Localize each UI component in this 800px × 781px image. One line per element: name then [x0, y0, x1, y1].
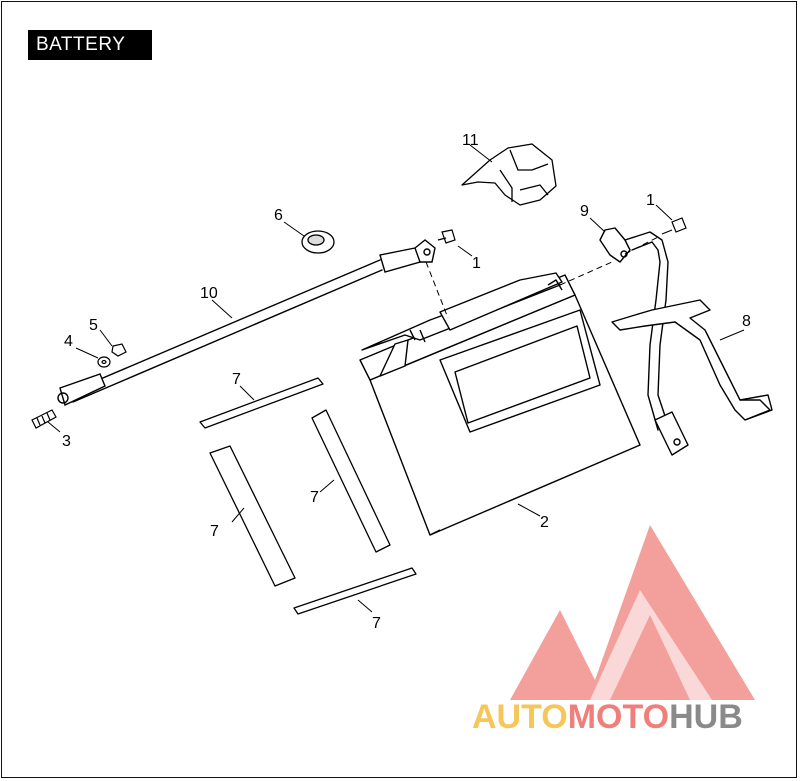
pad-top: [199, 377, 324, 429]
battery: [359, 272, 641, 536]
callout-2: 2: [540, 514, 549, 531]
callout-8: 8: [742, 313, 751, 330]
callout-3: 3: [62, 433, 71, 450]
callout-5: 5: [89, 317, 98, 334]
leader-lines: [47, 144, 745, 613]
callout-6: 6: [274, 207, 283, 224]
nut-icon: [111, 343, 127, 357]
negative-cable: [57, 239, 436, 406]
watermark-auto: AUTO: [472, 698, 568, 736]
washer-icon: [97, 356, 111, 368]
watermark-moto: MOTO: [567, 698, 670, 736]
screw-icon: [31, 409, 57, 429]
callout-9: 9: [580, 203, 589, 220]
watermark-text: AUTOMOTOHUB: [472, 698, 743, 737]
battery-pads: [199, 377, 417, 615]
watermark-hub: HUB: [669, 698, 743, 736]
callout-1-left: 1: [472, 255, 481, 272]
callout-7-left: 7: [210, 523, 219, 540]
screw-icon-right: [661, 217, 687, 235]
callout-4: 4: [64, 333, 73, 350]
pad-bottom: [293, 567, 417, 615]
pad-right: [311, 409, 391, 553]
assembly-lines: [425, 235, 661, 319]
pad-left: [209, 445, 296, 587]
callout-10: 10: [200, 285, 218, 302]
diagram-title: BATTERY: [28, 30, 152, 60]
callout-7-bottom: 7: [372, 615, 381, 632]
callout-7-right: 7: [310, 489, 319, 506]
callout-1-right: 1: [646, 192, 655, 209]
terminal-cover: [461, 143, 557, 206]
battery-harness: [611, 299, 773, 421]
screw-icon-left: [437, 229, 456, 244]
grommet-icon: [301, 230, 335, 254]
positive-cable: [599, 227, 689, 456]
callout-7-top: 7: [232, 371, 241, 388]
callout-11: 11: [462, 132, 479, 149]
watermark-logo-icon: [510, 525, 755, 700]
